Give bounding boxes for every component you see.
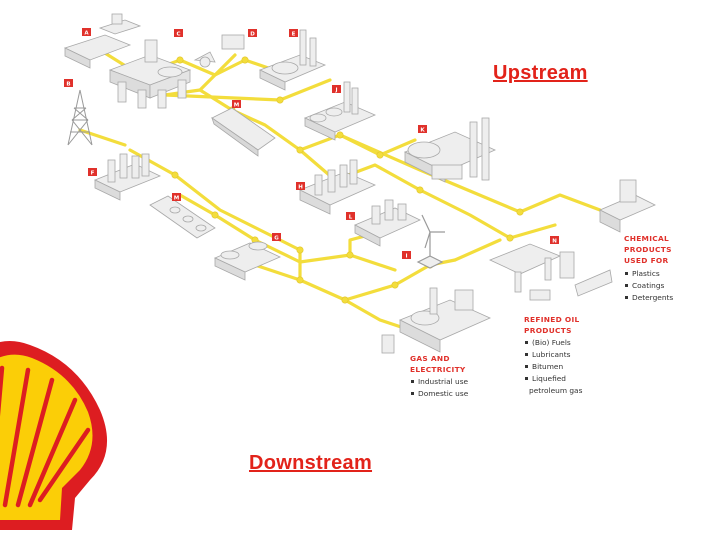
svg-text:D: D: [250, 32, 255, 38]
svg-text:E: E: [292, 32, 296, 38]
tag-b: B: [64, 79, 73, 88]
svg-text:A: A: [84, 31, 89, 37]
gas-item-industrial: Industrial use: [418, 377, 469, 386]
svg-text:B: B: [66, 82, 70, 88]
refined-item-bitumen: Bitumen: [532, 362, 563, 371]
tag-h: H: [296, 182, 305, 191]
tag-d: D: [248, 29, 257, 38]
chemical-products-title-1: CHEMICAL: [624, 234, 669, 243]
refined-oil-legend: REFINED OIL PRODUCTS (Bio) Fuels Lubrica…: [524, 315, 583, 395]
tanker-ship-2: [150, 196, 215, 238]
gas-electricity-title-1: GAS AND: [410, 354, 450, 363]
chemical-products-title-3: USED FOR: [624, 256, 669, 265]
tag-i: I: [402, 251, 411, 260]
tag-m2: M: [172, 193, 181, 202]
gas-plant: [355, 200, 420, 246]
gas-electricity-title-2: ELECTRICITY: [410, 365, 466, 374]
svg-text:M: M: [174, 196, 179, 202]
tag-m: M: [232, 100, 241, 109]
svg-text:I: I: [405, 254, 407, 260]
lng-plant: [260, 30, 325, 90]
wind-turbine: [418, 215, 445, 268]
service-station: [490, 244, 612, 300]
refined-item-fuels: (Bio) Fuels: [532, 338, 571, 347]
chemical-item-coatings: Coatings: [632, 281, 665, 290]
refined-item-liquefied: Liquefied: [532, 374, 566, 383]
tag-f: F: [88, 168, 97, 177]
chemical-products-title-2: PRODUCTS: [624, 245, 672, 254]
tag-c: C: [174, 29, 183, 38]
tag-e: E: [289, 29, 298, 38]
refined-oil-title-2: PRODUCTS: [524, 326, 572, 335]
offshore-drilling-facility: [65, 14, 140, 68]
chemical-products-legend: CHEMICAL PRODUCTS USED FOR Plastics Coat…: [624, 234, 673, 302]
tag-l: L: [346, 212, 355, 221]
svg-text:N: N: [552, 239, 557, 245]
svg-text:C: C: [176, 32, 180, 38]
chemical-item-plastics: Plastics: [632, 269, 660, 278]
upstream-heading-link[interactable]: Upstream: [493, 62, 588, 85]
svg-text:L: L: [349, 215, 353, 221]
svg-text:M: M: [234, 103, 239, 109]
gas-item-domestic: Domestic use: [418, 389, 469, 398]
refined-item-lpg: petroleum gas: [529, 386, 583, 395]
gas-electricity-legend: GAS AND ELECTRICITY Industrial use Domes…: [410, 354, 469, 398]
svg-text:K: K: [420, 128, 425, 134]
refined-oil-title-1: REFINED OIL: [524, 315, 580, 324]
svg-text:J: J: [334, 88, 337, 94]
tag-j: J: [332, 85, 341, 94]
chemical-products-facility: [600, 180, 655, 232]
svg-text:G: G: [274, 236, 279, 242]
svg-text:H: H: [298, 185, 303, 191]
shell-pecten-logo: [0, 341, 107, 530]
refined-item-lubricants: Lubricants: [532, 350, 571, 359]
gas-processing-unit: [195, 35, 244, 67]
transmission-tower: [68, 90, 92, 145]
tag-g: G: [272, 233, 281, 242]
tag-k: K: [418, 125, 427, 134]
svg-text:F: F: [91, 171, 95, 177]
tag-a: A: [82, 28, 91, 37]
downstream-heading-link[interactable]: Downstream: [249, 452, 372, 475]
offshore-platform: [110, 40, 190, 108]
power-plant: [382, 288, 490, 353]
chemical-item-detergents: Detergents: [632, 293, 673, 302]
tag-n: N: [550, 236, 559, 245]
